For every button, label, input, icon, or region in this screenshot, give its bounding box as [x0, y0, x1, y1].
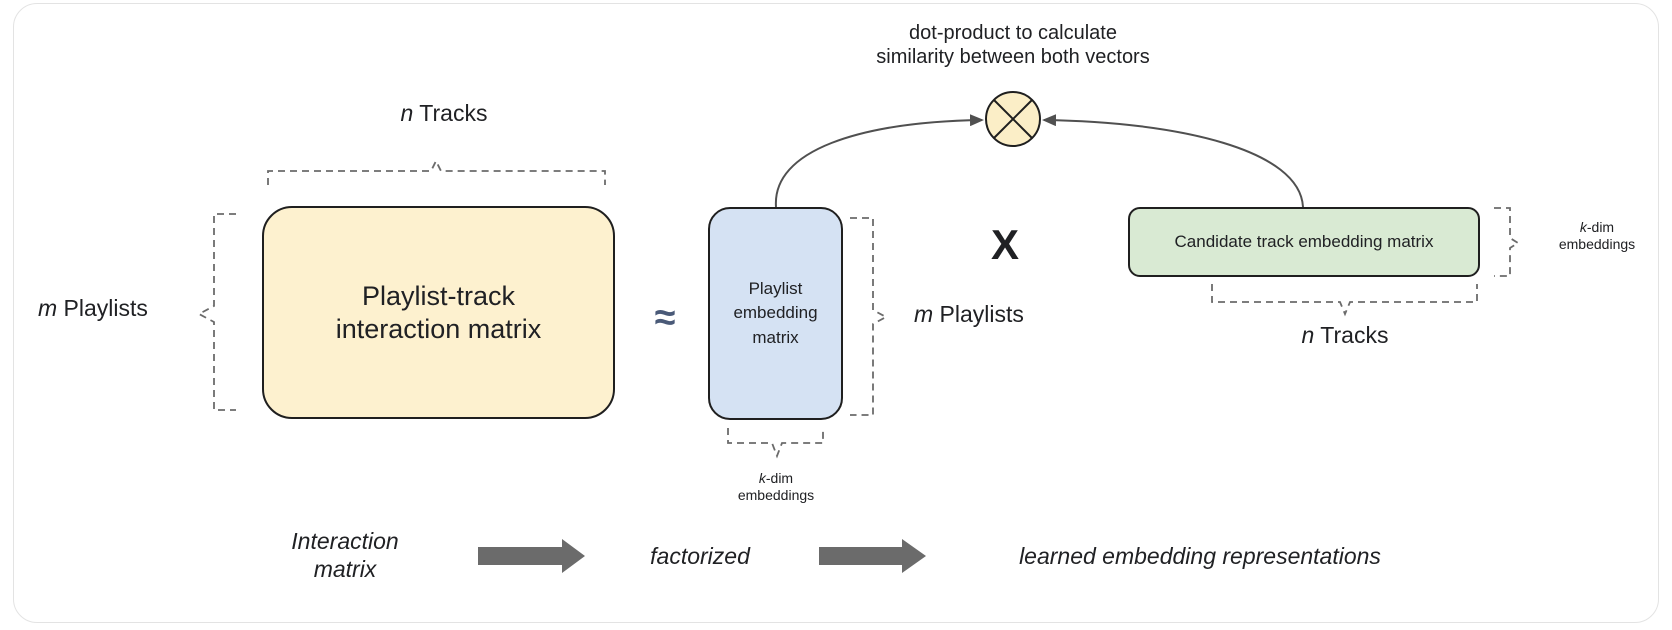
playlist-embedding-playlists-label: m Playlists [914, 301, 1024, 329]
dot-product-caption-line1: dot-product to calculate [909, 22, 1117, 44]
interaction-top-brace [267, 158, 606, 185]
approx-symbol: ≈ [654, 297, 676, 339]
playlist-embedding-line1: Playlist [748, 279, 803, 299]
interaction-matrix-line2: interaction matrix [335, 313, 542, 344]
track-tracks-label: n Tracks [1302, 322, 1389, 350]
interaction-left-brace [197, 213, 236, 411]
playlist-kdim-label: k-dim embeddings [738, 470, 814, 504]
flow-step-learned: learned embedding representations [1019, 543, 1381, 569]
flow-arrow-1 [478, 539, 585, 573]
playlist-right-brace [850, 217, 888, 416]
interaction-tracks-text: Tracks [413, 100, 488, 126]
track-right-brace [1494, 207, 1520, 277]
interaction-playlists-text: Playlists [57, 295, 148, 321]
flow-step1-line1: Interaction [291, 528, 399, 554]
track-kdim-line2: embeddings [1558, 235, 1636, 252]
flow-step-factorized: factorized [650, 543, 750, 569]
dot-product-caption-line2: similarity between both vectors [876, 46, 1150, 68]
dot-product-caption: dot-product to calculate similarity betw… [876, 21, 1149, 69]
interaction-playlists-label: m Playlists [38, 295, 148, 323]
track-embedding-box: Candidate track embedding matrix [1128, 207, 1480, 277]
track-tracks-var: n [1301, 322, 1315, 348]
interaction-tracks-label: n Tracks [401, 100, 488, 128]
flow-step-interaction: Interaction matrix [291, 528, 398, 583]
track-embedding-label: Candidate track embedding matrix [1174, 232, 1434, 251]
track-kdim-var: k [1579, 219, 1587, 235]
playlist-to-dot-arrow [774, 114, 984, 208]
interaction-matrix-box: Playlist-track interaction matrix [262, 206, 615, 419]
track-to-dot-arrow [1042, 114, 1304, 208]
dot-product-icon [985, 91, 1041, 147]
interaction-playlists-var: m [38, 295, 58, 321]
playlist-bottom-brace [727, 428, 824, 459]
playlist-embedding-line2: embedding [733, 303, 818, 323]
multiply-symbol: X [990, 221, 1020, 268]
playlist-kdim-var: k [758, 470, 766, 486]
interaction-matrix-line1: Playlist-track [361, 281, 515, 312]
playlist-embedding-playlists-var: m [914, 301, 934, 327]
track-bottom-brace [1211, 284, 1478, 317]
flow-arrow-2 [819, 539, 926, 573]
track-kdim-text: -dim [1586, 219, 1615, 235]
playlist-embedding-box: Playlist embedding matrix [708, 207, 843, 420]
interaction-tracks-var: n [400, 100, 414, 126]
flow-step1-line2: matrix [313, 555, 377, 582]
playlist-kdim-line2: embeddings [737, 486, 815, 503]
playlist-kdim-text: -dim [765, 470, 794, 486]
playlist-embedding-playlists-text: Playlists [933, 301, 1024, 327]
playlist-embedding-line3: matrix [752, 327, 799, 347]
track-tracks-text: Tracks [1314, 322, 1389, 348]
track-kdim-label: k-dim embeddings [1559, 219, 1635, 253]
